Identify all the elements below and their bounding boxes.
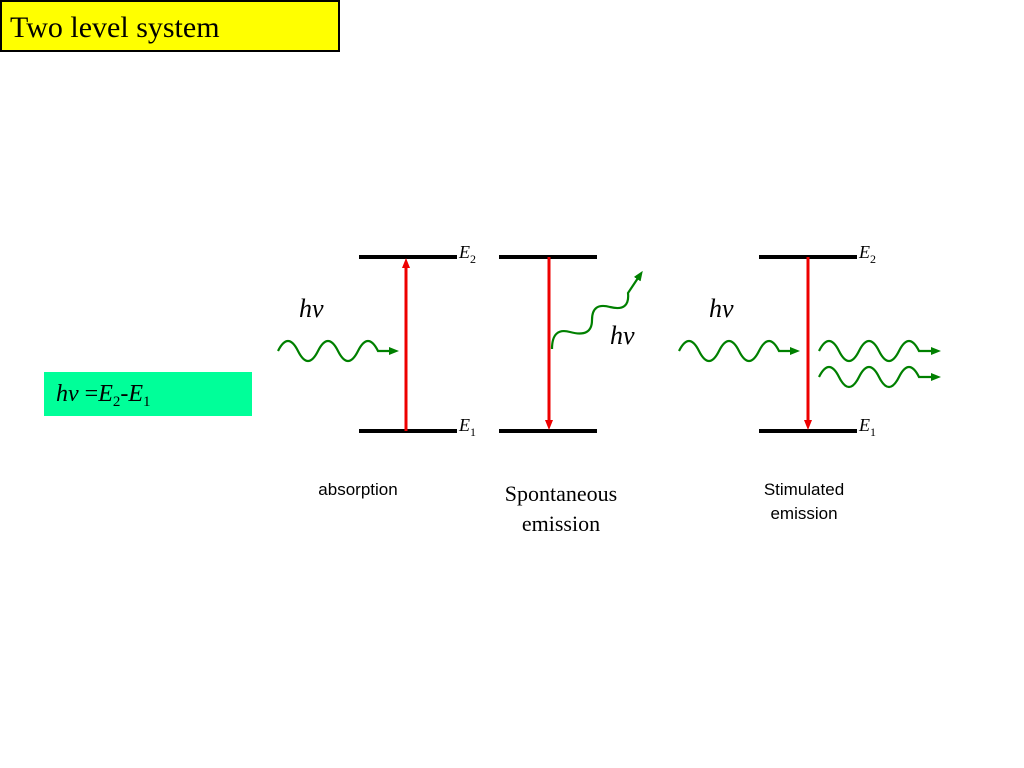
formula-minus: - [120, 381, 129, 407]
absorption-panel: E2 E1 hν absorption [277, 242, 476, 499]
formula-equals: = [78, 381, 99, 407]
lower-level-label: E1 [458, 415, 476, 439]
formula-e1: E [128, 381, 144, 407]
formula-e2: E [98, 381, 113, 407]
lower-level-label: E1 [858, 415, 876, 439]
formula-nu: ν [68, 381, 79, 407]
photon-label: hν [299, 294, 324, 323]
emitted-photon-icon [550, 270, 643, 350]
slide-title: Two level system [0, 0, 340, 52]
stimulated-photon-icon [818, 365, 941, 389]
spontaneous-emission-panel: hν Spontaneous emission [499, 255, 643, 536]
photon-label: hν [709, 294, 734, 323]
formula-h: h [56, 381, 68, 407]
photon-label: hν [610, 321, 635, 350]
energy-formula: hν =E2-E1 [44, 372, 252, 416]
incident-photon-icon [277, 339, 399, 363]
stimulated-caption-line1: Stimulated [764, 480, 844, 499]
spontaneous-caption-line1: Spontaneous [505, 481, 617, 506]
stimulated-photon-icon [818, 339, 941, 363]
formula-e2-sub: 2 [112, 394, 121, 410]
upper-level-label: E2 [858, 242, 876, 266]
spontaneous-caption-line2: emission [522, 511, 600, 536]
incident-photon-icon [678, 339, 800, 363]
stimulated-emission-panel: E2 E1 hν Stimulated emission [678, 242, 941, 523]
formula-e1-sub: 1 [143, 394, 151, 410]
stimulated-caption-line2: emission [770, 504, 837, 523]
absorption-caption: absorption [318, 480, 397, 499]
upper-level-label: E2 [458, 242, 476, 266]
